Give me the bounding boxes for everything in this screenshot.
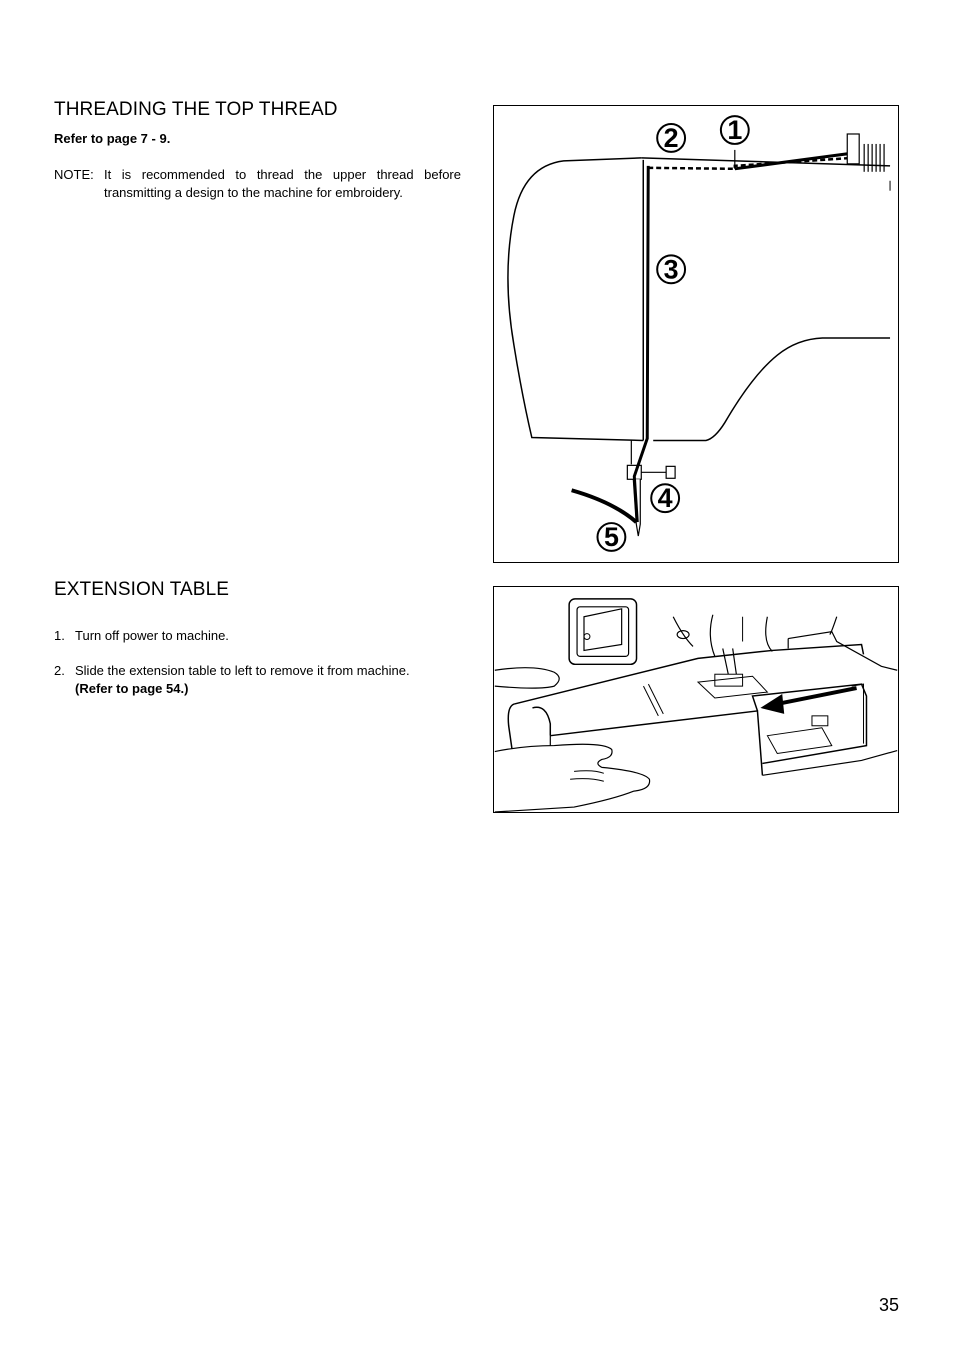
page-reference: Refer to page 7 - 9. — [54, 131, 171, 146]
list-item: 2. Slide the extension table to left to … — [54, 662, 464, 698]
step-list: 1. Turn off power to machine. 2. Slide t… — [54, 627, 464, 698]
step-text: Slide the extension table to left to rem… — [75, 663, 410, 678]
threading-diagram: 1 2 3 4 5 — [493, 105, 899, 563]
list-item: 1. Turn off power to machine. — [54, 627, 464, 645]
callout-3: 3 — [656, 254, 687, 284]
callout-2: 2 — [656, 123, 687, 153]
note-text-line2: transmitting a design to the machine for… — [104, 185, 403, 200]
section-heading-extension-table: EXTENSION TABLE — [54, 579, 230, 600]
svg-text:1: 1 — [727, 115, 742, 145]
page-number: 35 — [878, 1295, 899, 1315]
svg-text:2: 2 — [664, 123, 679, 153]
step-number: 2. — [54, 663, 65, 678]
step-reference: (Refer to page 54.) — [75, 681, 189, 696]
section-heading-threading: THREADING THE TOP THREAD — [54, 99, 338, 120]
sewing-machine-head-illustration: 1 2 3 4 5 — [507, 115, 891, 552]
note-block: NOTE: It is recommended to thread the up… — [54, 166, 461, 202]
note-text-line1: It is recommended to thread the upper th… — [104, 167, 461, 182]
step-text: Turn off power to machine. — [75, 628, 229, 643]
svg-text:3: 3 — [664, 254, 679, 284]
extension-table-illustration — [494, 598, 898, 812]
callout-4: 4 — [650, 483, 681, 513]
callout-5: 5 — [596, 522, 627, 552]
note-label: NOTE: — [54, 167, 94, 182]
extension-table-diagram — [493, 586, 899, 813]
step-number: 1. — [54, 628, 65, 643]
svg-text:4: 4 — [658, 483, 673, 513]
callout-1: 1 — [719, 115, 750, 145]
svg-text:5: 5 — [604, 522, 619, 552]
